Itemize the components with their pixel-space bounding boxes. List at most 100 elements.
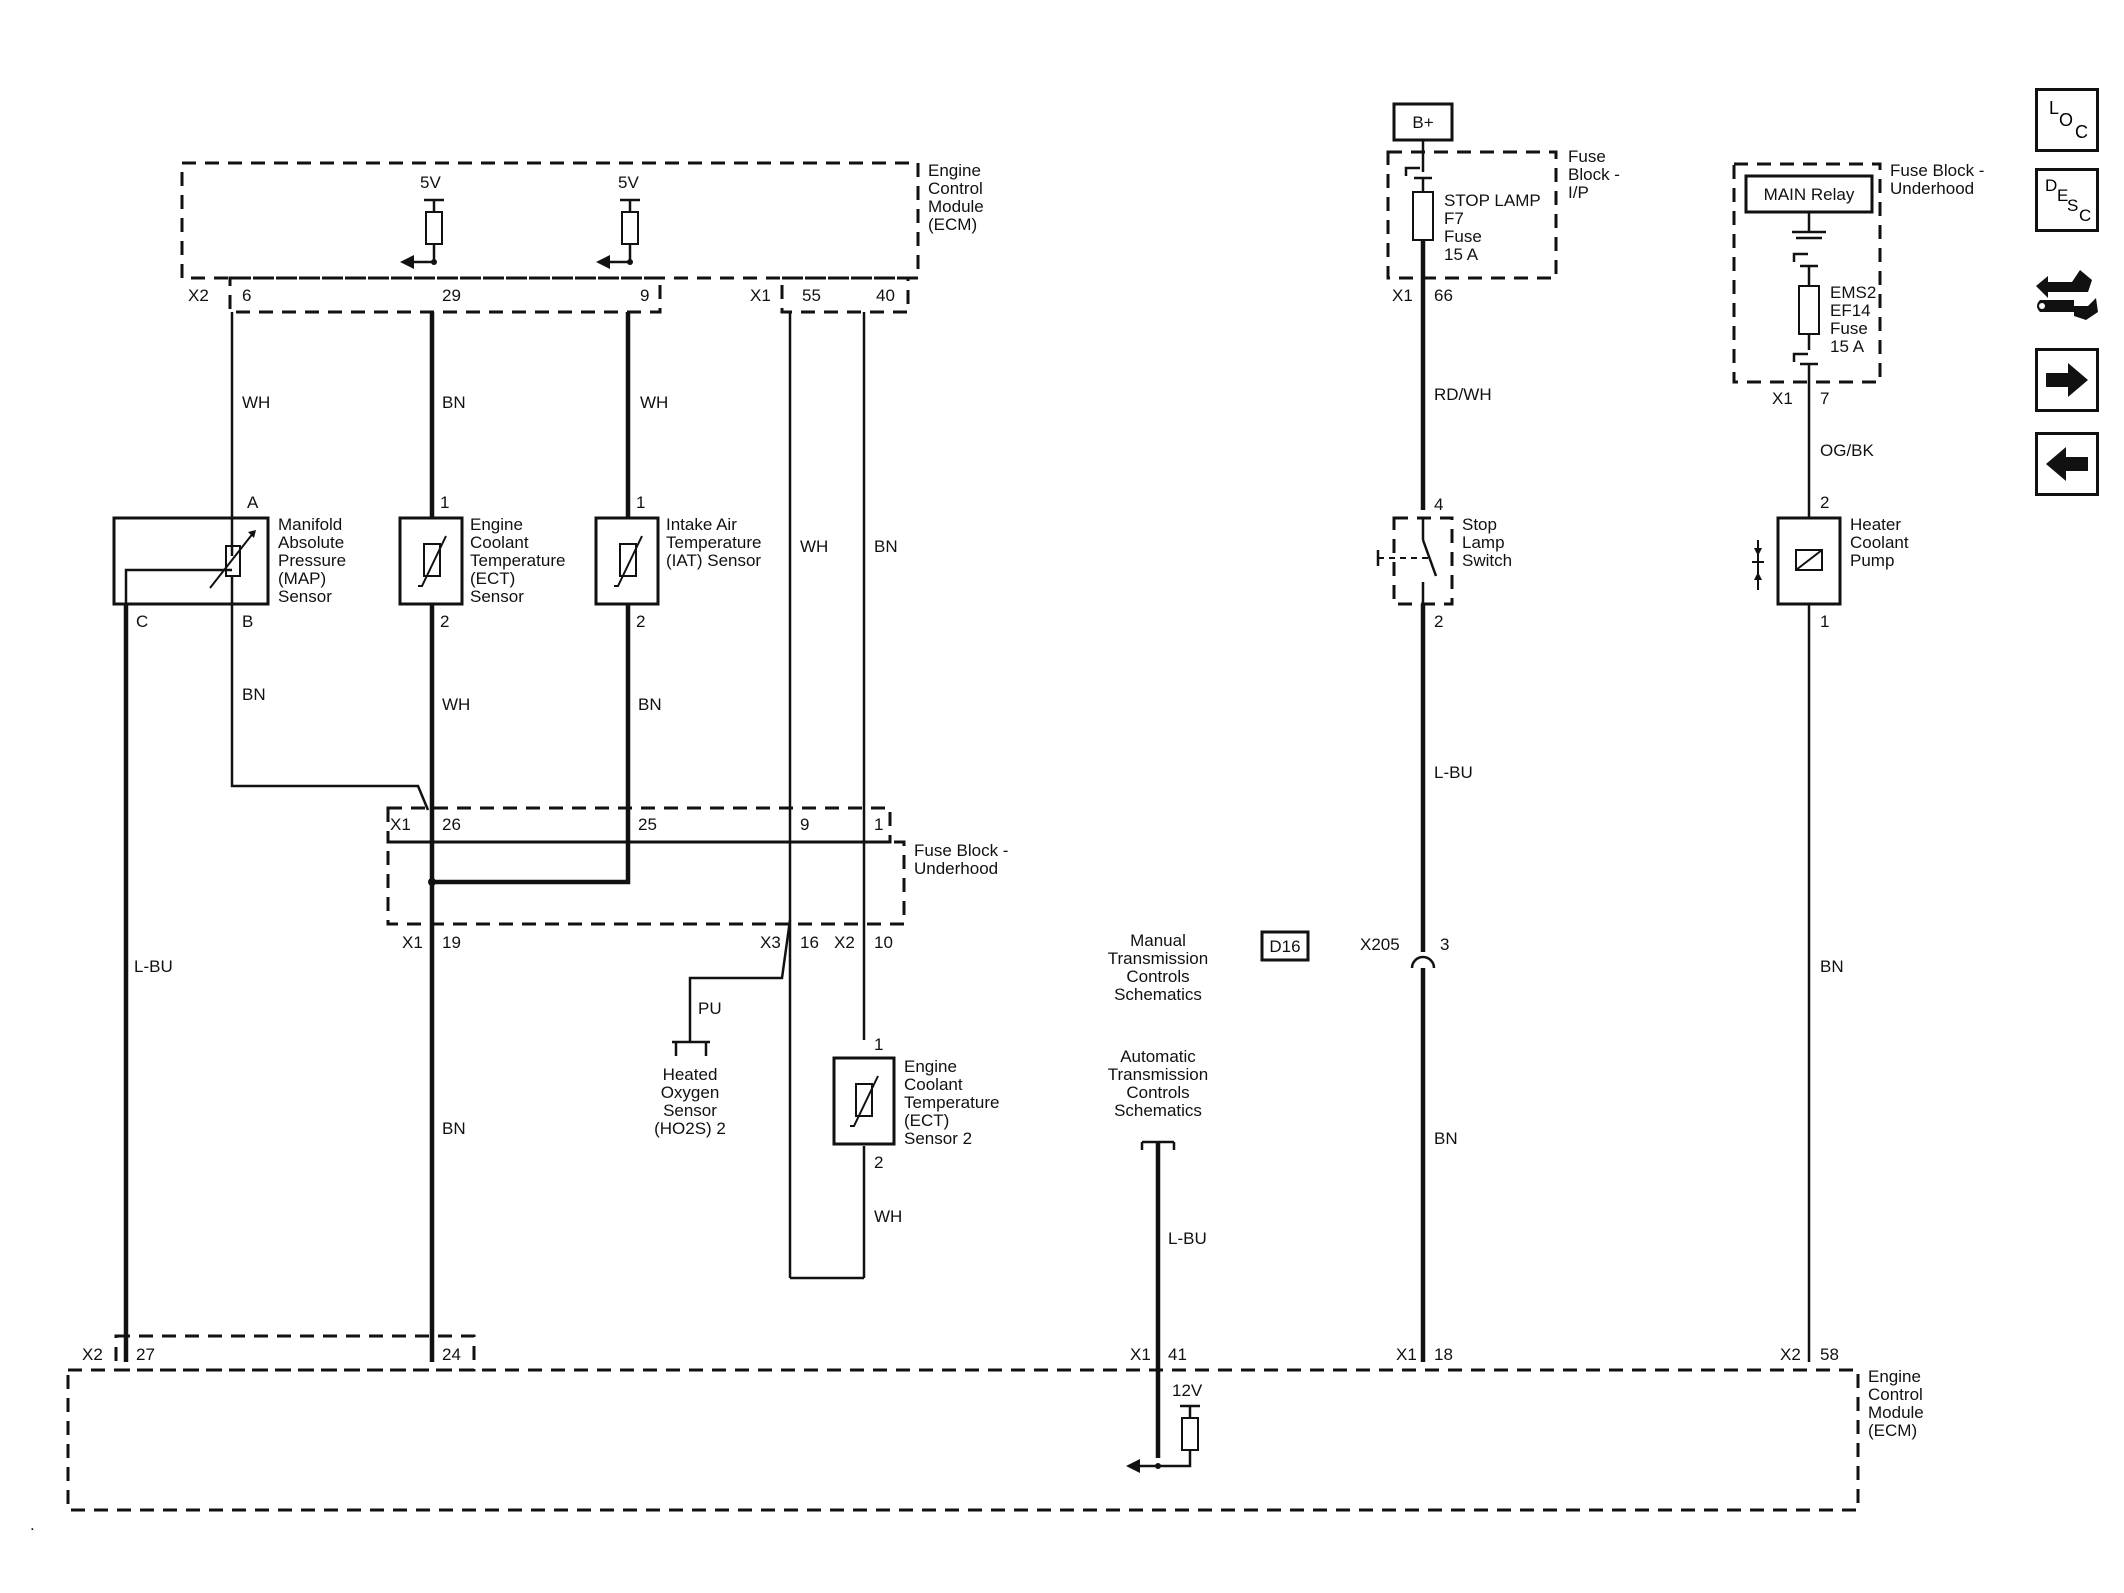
schematic-label: Fuse [1830,319,1868,338]
schematic-label: Manifold [278,515,342,534]
schematic-label: Absolute [278,533,344,552]
schematic-label: Transmission [1108,1065,1208,1084]
schematic-label: Manual [1130,931,1186,950]
schematic-label: Temperature [904,1093,999,1112]
ecm-top-module: Engine Control Module (ECM) [180,161,984,314]
arrow-left-icon [2046,447,2088,481]
schematic-label: WH [442,695,470,714]
schematic-label: Schematics [1114,985,1202,1004]
schematic-label: X205 [1360,935,1400,954]
schematic-label: 4 [1434,495,1443,514]
ecm-5v-supply-2: 5V [596,173,640,269]
schematic-label: 26 [442,815,461,834]
schematic-label: 40 [876,286,895,305]
schematic-label: Fuse Block - [914,841,1008,860]
schematic-label: 15 A [1830,337,1865,356]
heater-pump-circuit: Fuse Block - Underhood MAIN Relay EMS2 E… [1732,161,1984,1362]
schematic-label: Block - [1568,165,1620,184]
schematic-label: Controls [1126,967,1189,986]
schematic-label: 1 [636,493,645,512]
schematic-label: L-BU [1168,1229,1207,1248]
previous-page-button[interactable] [2035,432,2099,496]
ect-sensor: 1 Engine Coolant Temperature (ECT) Senso… [398,493,565,631]
ecm-bottom-module: Engine Control Module (ECM) X2 27 24 X1 … [66,1334,1924,1512]
schematic-label: B+ [1412,113,1433,132]
schematic-label: 1 [874,815,883,834]
schematic-label: 24 [442,1345,461,1364]
schematic-label: 5V [618,173,639,192]
schematic-label: EF14 [1830,301,1871,320]
transmission-references: Manual Transmission Controls Schematics … [1108,930,1310,1458]
schematic-label: OG/BK [1820,441,1875,460]
schematic-label: 25 [638,815,657,834]
schematic-label: Intake Air [666,515,737,534]
schematic-label: 2 [874,1153,883,1172]
schematic-label: 1 [1820,612,1829,631]
schematic-label: (MAP) [278,569,326,588]
location-button[interactable]: L O C [2035,88,2099,152]
schematic-label: 2 [440,612,449,631]
schematic-label: Fuse [1444,227,1482,246]
ect-sensor-2: 1 Engine Coolant Temperature (ECT) Senso… [832,1035,999,1226]
schematic-label: 58 [1820,1345,1839,1364]
schematic-label: BN [1820,957,1844,976]
schematic-label: 3 [1440,935,1449,954]
schematic-label: (ECM) [1868,1421,1917,1440]
schematic-label: D16 [1269,937,1300,956]
next-page-button[interactable] [2035,348,2099,412]
svg-text:.: . [30,1515,35,1534]
schematic-label: B [242,612,253,631]
schematic-label: Heater [1850,515,1901,534]
schematic-label: Engine [1868,1367,1921,1386]
schematic-label: Lamp [1462,533,1505,552]
desc-label: D E S C [2045,176,2092,225]
schematic-label: EMS2 [1830,283,1876,302]
schematic-label: 9 [800,815,809,834]
schematic-label: 29 [442,286,461,305]
schematic-label: Controls [1126,1083,1189,1102]
schematic-label: Engine [470,515,523,534]
schematic-label: Pump [1850,551,1894,570]
schematic-label: (ECT) [904,1111,949,1130]
schematic-label: Pressure [278,551,346,570]
schematic-label: 10 [874,933,893,952]
schematic-label: Automatic [1120,1047,1196,1066]
schematic-label: L-BU [134,957,173,976]
schematic-label: Stop [1462,515,1497,534]
schematic-label: PU [698,999,722,1018]
schematic-label: Heated [663,1065,718,1084]
schematic-label: X1 [750,286,771,305]
schematic-label: Underhood [1890,179,1974,198]
schematic-label: RD/WH [1434,385,1492,404]
schematic-label: L-BU [1434,763,1473,782]
schematic-label: Sensor [278,587,332,606]
arrow-right-icon [2046,363,2088,397]
schematic-label: Schematics [1114,1101,1202,1120]
service-tools-icon[interactable] [2030,262,2102,328]
description-button[interactable]: D E S C [2035,168,2099,232]
schematic-label: Coolant [470,533,529,552]
schematic-label: (ECM) [928,215,977,234]
schematic-label: Sensor 2 [904,1129,972,1148]
schematic-label: I/P [1568,183,1589,202]
schematic-label: X1 [1392,286,1413,305]
schematic-label: Control [1868,1385,1923,1404]
schematic-label: 6 [242,286,251,305]
ecm-5v-supply-1: 5V [400,173,444,269]
schematic-label: Switch [1462,551,1512,570]
fuse-block-underhood-mid: Fuse Block - Underhood X1 26 25 9 1 X1 1… [386,806,1008,952]
schematic-label: 5V [420,173,441,192]
schematic-label: BN [1434,1129,1458,1148]
schematic-label: 18 [1434,1345,1453,1364]
schematic-label: X2 [82,1345,103,1364]
schematic-label: 19 [442,933,461,952]
schematic-label: (HO2S) 2 [654,1119,726,1138]
schematic-label: Sensor [663,1101,717,1120]
schematic-label: Underhood [914,859,998,878]
schematic-label: BN [242,685,266,704]
schematic-label: F7 [1444,209,1464,228]
schematic-label: 9 [640,286,649,305]
schematic-label: 15 A [1444,245,1479,264]
schematic-label: X2 [834,933,855,952]
schematic-label: X1 [1130,1345,1151,1364]
